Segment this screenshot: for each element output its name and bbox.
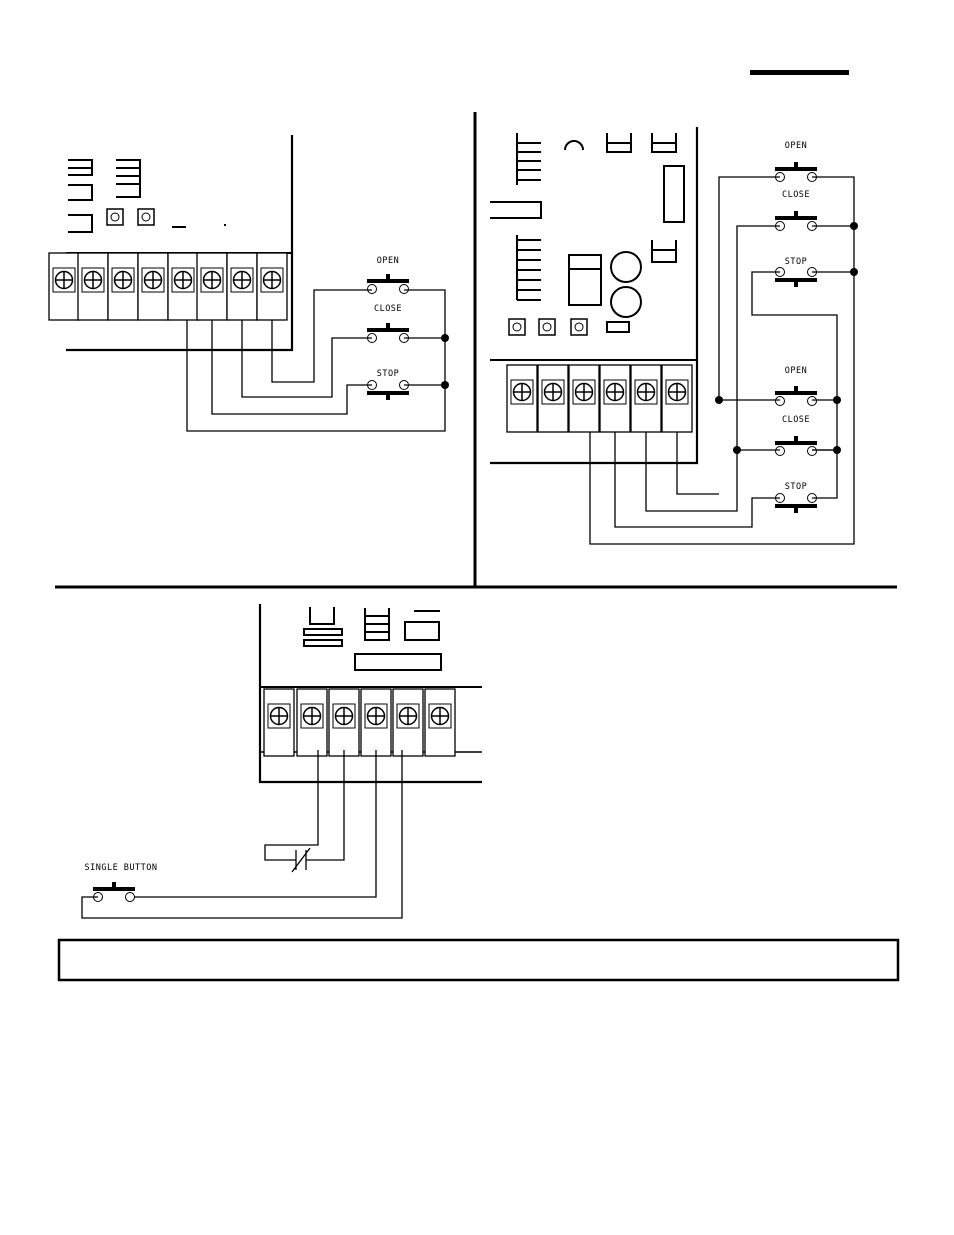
- close-switch-label: CLOSE: [782, 190, 810, 200]
- stop-switch-label: STOP: [785, 257, 807, 267]
- stop-switch-label: STOP: [377, 369, 399, 379]
- station-a-open-switch: OPEN: [775, 141, 817, 182]
- close-switch-label: CLOSE: [782, 415, 810, 425]
- stop-switch-label: STOP: [785, 482, 807, 492]
- interlock-contact: [265, 750, 344, 872]
- top-right-wiring-panel: OPEN CLOSE STOP OPEN CLOSE STOP: [490, 127, 858, 544]
- top-left-wiring-panel: OPEN CLOSE STOP: [49, 135, 449, 431]
- station-a-stop-switch: STOP: [775, 257, 817, 287]
- open-switch-label: OPEN: [785, 366, 807, 376]
- board-components: [304, 607, 441, 670]
- station-b-open-switch: OPEN: [775, 366, 817, 406]
- open-switch-label: OPEN: [377, 256, 399, 266]
- title-bar: [750, 70, 849, 75]
- board-components: [490, 133, 684, 335]
- close-switch-label: CLOSE: [374, 304, 402, 314]
- station-b-stop-switch: STOP: [775, 482, 817, 513]
- station-b-close-switch: CLOSE: [775, 415, 817, 456]
- terminal-strip: [264, 689, 455, 756]
- terminal-strip: [507, 365, 692, 432]
- note-box: [59, 940, 898, 980]
- single-button-switch: SINGLE BUTTON: [84, 863, 157, 902]
- open-switch: OPEN: [367, 256, 409, 294]
- bottom-wiring-panel: SINGLE BUTTON: [82, 604, 482, 918]
- terminal-strip: [49, 253, 287, 320]
- close-switch: CLOSE: [367, 304, 409, 343]
- board-components: [68, 160, 226, 232]
- single-button-label: SINGLE BUTTON: [84, 863, 157, 873]
- station-a-close-switch: CLOSE: [775, 190, 817, 231]
- junction-dot: [441, 334, 449, 342]
- stop-switch: STOP: [367, 369, 409, 400]
- junction-dot: [441, 381, 449, 389]
- open-switch-label: OPEN: [785, 141, 807, 151]
